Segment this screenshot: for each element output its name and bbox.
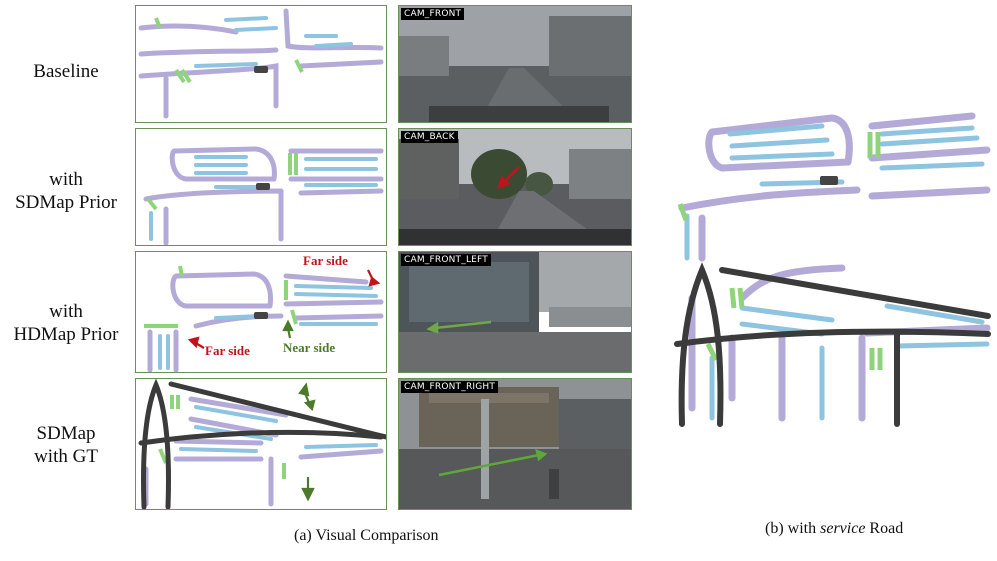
row-label-line: with <box>49 301 83 322</box>
map-sdmap-prior-svg <box>143 146 384 245</box>
map-baseline-svg <box>138 8 384 119</box>
map-sdmap-gt-svg <box>138 379 386 509</box>
map-panel-sdmap-gt <box>135 378 387 510</box>
caption-visual-comparison: (a) Visual Comparison <box>294 527 439 544</box>
service-road-map-svg <box>674 112 991 427</box>
annotation-far-side-top: Far side <box>303 253 348 268</box>
camera-front-left-scene <box>399 252 631 372</box>
row-label-hdmap-prior: with HDMap Prior <box>0 300 132 346</box>
annotation-far-side-left: Far side <box>205 343 250 358</box>
camera-image-front-left: CAM_FRONT_LEFT <box>398 251 632 373</box>
camera-front-right-scene <box>399 379 631 509</box>
caption-text: Road <box>865 520 904 537</box>
map-panel-baseline <box>135 5 387 123</box>
caption-text: (b) with <box>765 520 821 537</box>
row-label-sdmap-prior: with SDMap Prior <box>0 168 132 214</box>
caption-italic-text: service <box>820 520 866 537</box>
row-label-baseline: Baseline <box>0 60 132 83</box>
camera-front-scene <box>399 6 631 122</box>
camera-image-front-right: CAM_FRONT_RIGHT <box>398 378 632 510</box>
service-road-map <box>672 98 992 428</box>
camera-label: CAM_FRONT <box>401 8 465 20</box>
camera-back-scene <box>399 129 631 245</box>
caption-service-road: (b) with service Road <box>765 520 903 538</box>
row-label-line: SDMap Prior <box>15 192 117 213</box>
row-label-line: with <box>49 169 83 190</box>
row-label-line: HDMap Prior <box>13 324 119 345</box>
annotation-near-side: Near side <box>283 340 336 355</box>
camera-image-front: CAM_FRONT <box>398 5 632 123</box>
camera-label: CAM_FRONT_RIGHT <box>401 381 499 393</box>
row-label-line: with GT <box>34 446 98 467</box>
row-label-line: SDMap <box>36 423 96 444</box>
camera-label: CAM_BACK <box>401 131 458 143</box>
map-hdmap-prior-svg <box>144 265 384 372</box>
row-label-sdmap-gt: SDMap with GT <box>0 422 132 468</box>
camera-image-back: CAM_BACK <box>398 128 632 246</box>
camera-label: CAM_FRONT_LEFT <box>401 254 491 266</box>
map-panel-hdmap-prior <box>135 251 387 373</box>
map-panel-sdmap-prior <box>135 128 387 246</box>
row-label-line: Baseline <box>33 61 99 82</box>
